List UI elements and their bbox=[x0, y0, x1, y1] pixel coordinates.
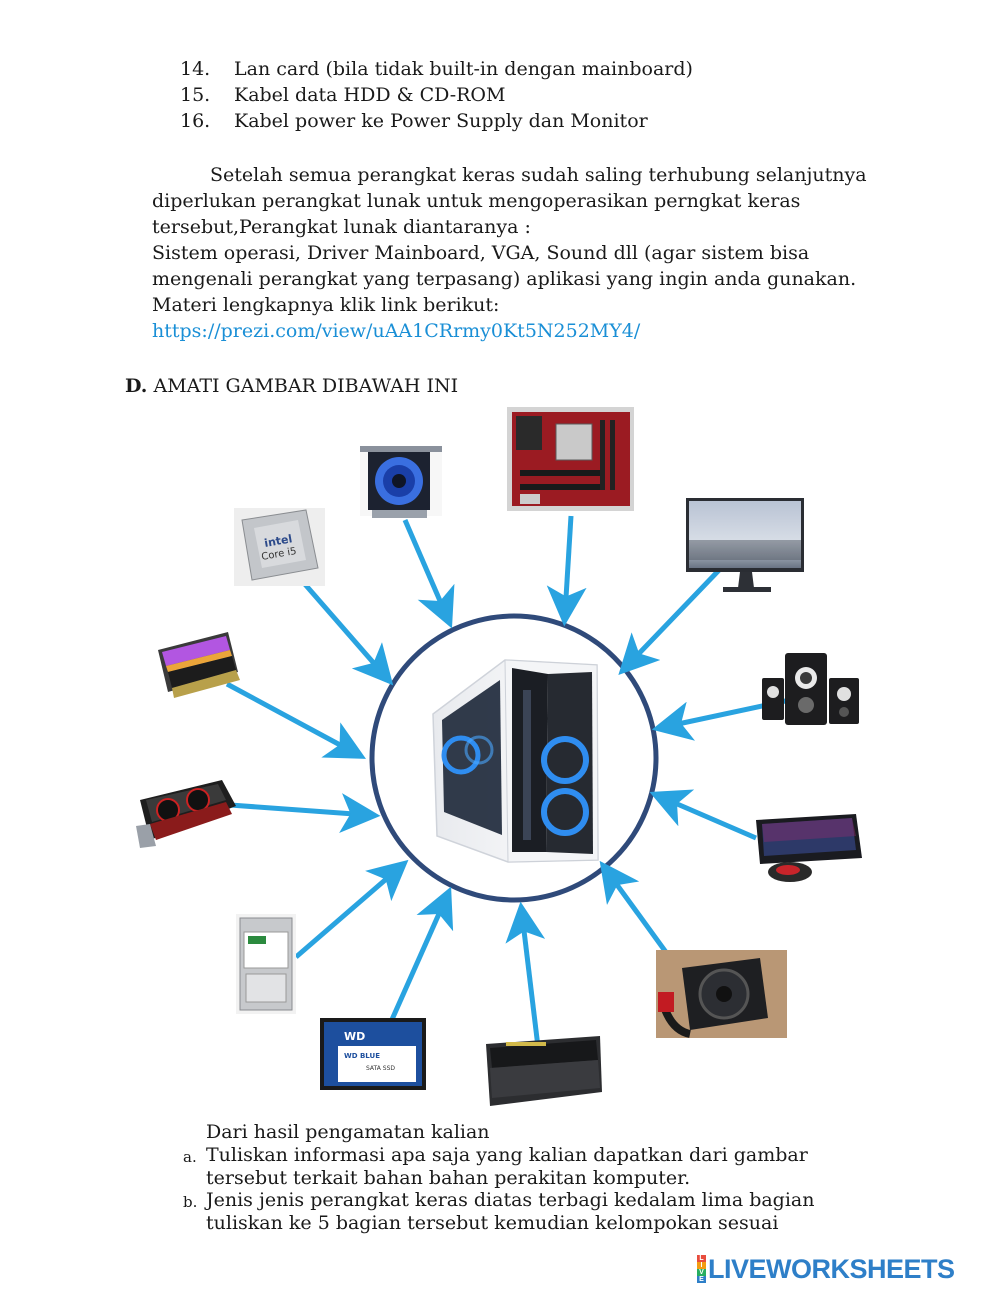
section-letter: D. bbox=[125, 375, 148, 397]
motherboard-image bbox=[507, 407, 634, 511]
list-number: 16. bbox=[180, 110, 211, 132]
question-a-letter: a. bbox=[183, 1148, 197, 1166]
paragraph-line: mengenali perangkat yang terpasang) apli… bbox=[152, 268, 857, 290]
badge-letter: V bbox=[697, 1269, 706, 1276]
pc-case-image bbox=[432, 659, 599, 863]
questions-intro: Dari hasil pengamatan kalian bbox=[206, 1121, 490, 1143]
section-heading: D. AMATI GAMBAR DIBAWAH INI bbox=[125, 375, 458, 397]
ssd-brand-text: WD bbox=[344, 1030, 365, 1043]
center-circle bbox=[369, 613, 659, 903]
arrow-cooler bbox=[402, 519, 455, 629]
list-item: Lan card (bila tidak built-in dengan mai… bbox=[234, 58, 693, 80]
paragraph-line: Materi lengkapnya klik link berikut: bbox=[152, 294, 500, 316]
list-number: 14. bbox=[180, 58, 211, 80]
brand-name: LIVEWORKSHEETS bbox=[708, 1253, 955, 1284]
ssd-label-text: WD BLUE bbox=[344, 1052, 380, 1060]
arrows bbox=[225, 515, 791, 1048]
prezi-link[interactable]: https://prezi.com/view/uAA1CRrmy0Kt5N252… bbox=[152, 320, 641, 342]
question-a-text: Tuliskan informasi apa saja yang kalian … bbox=[206, 1144, 808, 1166]
arrow-keyboard bbox=[649, 789, 757, 841]
paragraph-line: Sistem operasi, Driver Mainboard, VGA, S… bbox=[152, 242, 810, 264]
arrow-psu bbox=[599, 860, 671, 957]
list-item: Kabel power ke Power Supply dan Monitor bbox=[234, 110, 648, 132]
cpu-cooler-image bbox=[360, 446, 442, 518]
list-number: 15. bbox=[180, 84, 211, 106]
paragraph-line: diperlukan perangkat lunak untuk mengope… bbox=[152, 190, 801, 212]
badge-letter: E bbox=[697, 1276, 706, 1283]
speakers-image bbox=[762, 653, 859, 725]
monitor-image bbox=[686, 498, 804, 592]
arrow-ssd bbox=[387, 886, 454, 1026]
arrow-monitor bbox=[618, 565, 724, 676]
arrow-cpu bbox=[301, 580, 394, 686]
ram-image bbox=[158, 632, 240, 698]
cpu-image: intel Core i5 bbox=[234, 508, 325, 586]
paragraph-line: tersebut,Perangkat lunak diantaranya : bbox=[152, 216, 531, 238]
ssd-image: WD WD BLUE SATA SSD bbox=[320, 1018, 426, 1090]
badge-letter: I bbox=[697, 1262, 706, 1269]
arrow-hdd bbox=[294, 859, 409, 959]
question-a-text-2: tersebut terkait bahan bahan perakitan k… bbox=[206, 1167, 691, 1189]
dvd-drive-image bbox=[486, 1036, 602, 1106]
gpu-image bbox=[136, 780, 236, 848]
arrow-motherboard bbox=[546, 515, 587, 627]
liveworksheets-logo: L I V E LIVEWORKSHEETS bbox=[697, 1254, 955, 1284]
list-item: Kabel data HDD & CD-ROM bbox=[234, 84, 506, 106]
question-b-letter: b. bbox=[183, 1193, 198, 1211]
psu-image bbox=[656, 950, 787, 1038]
paragraph-line: Setelah semua perangkat keras sudah sali… bbox=[210, 164, 867, 186]
keyboard-mouse-image bbox=[756, 814, 862, 882]
question-b-text-2: tuliskan ke 5 bagian tersebut kemudian k… bbox=[206, 1212, 779, 1234]
question-b-text: Jenis jenis perangkat keras diatas terba… bbox=[206, 1189, 815, 1211]
arrow-dvd bbox=[505, 901, 546, 1048]
hdd-image bbox=[236, 914, 296, 1014]
arrow-ram bbox=[225, 681, 367, 759]
arrow-gpu bbox=[229, 793, 381, 833]
badge-letter: L bbox=[697, 1255, 706, 1262]
section-title: AMATI GAMBAR DIBAWAH INI bbox=[153, 375, 459, 397]
ssd-sub-text: SATA SSD bbox=[366, 1065, 395, 1072]
live-badge: L I V E bbox=[697, 1255, 706, 1283]
intel-logo-text: intel bbox=[263, 532, 293, 550]
